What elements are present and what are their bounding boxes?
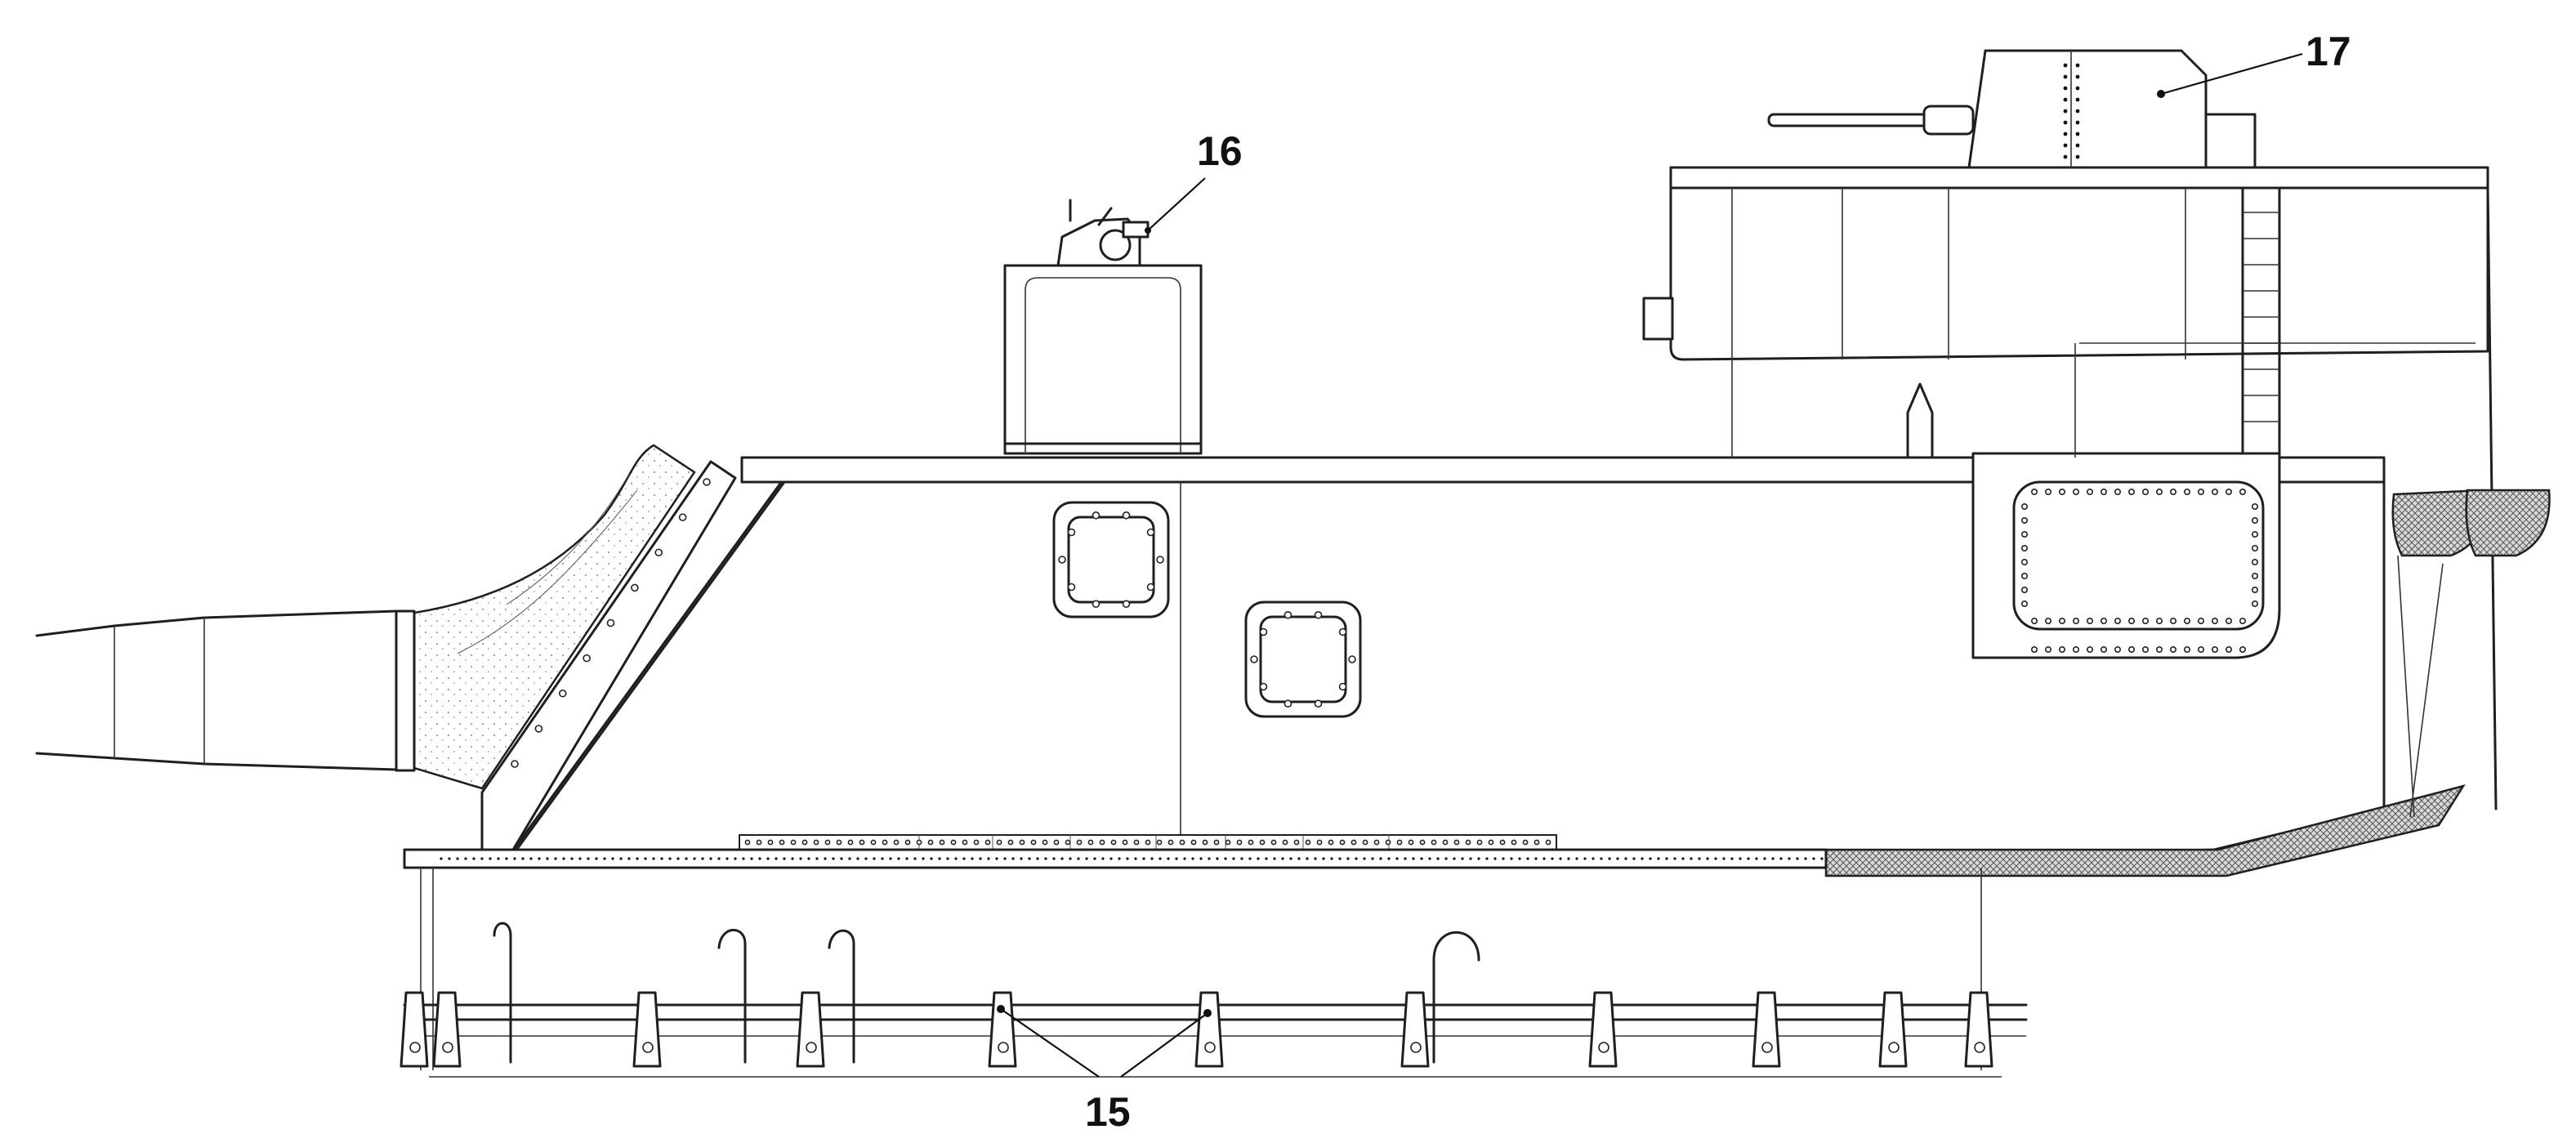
rail-support — [988, 991, 1017, 1068]
rail-support — [432, 991, 462, 1068]
rear-stowage-baskets — [2391, 489, 2551, 818]
callout-16: 16 — [1145, 128, 1243, 234]
rail-support — [400, 991, 429, 1068]
flexible-boot — [413, 444, 696, 790]
callout-label-16: 16 — [1197, 128, 1243, 174]
rear-mesh-skirt — [1824, 784, 2466, 877]
vent-pipes — [493, 922, 1480, 1064]
gun-turret-17 — [1767, 49, 2257, 169]
remote-weapon-station-16 — [1056, 199, 1150, 267]
hatch-left — [1052, 501, 1170, 618]
rail-supports — [400, 991, 1993, 1068]
rail-support — [1752, 991, 1781, 1068]
ladder — [2241, 186, 2281, 455]
rail-support — [1400, 991, 1430, 1068]
callout-17: 17 — [2157, 29, 2351, 98]
rail-support — [1194, 991, 1224, 1068]
rail-support — [1964, 991, 1993, 1068]
callout-15: 15 — [997, 1005, 1212, 1135]
callout-label-15: 15 — [1085, 1089, 1131, 1135]
rail-support — [796, 991, 825, 1068]
side-door-panel — [1971, 452, 2281, 659]
sloped-front-plate — [480, 460, 786, 855]
rail-support — [1588, 991, 1618, 1068]
forward-tube — [35, 609, 416, 772]
callout-label-17: 17 — [2306, 29, 2351, 74]
center-cupola — [1003, 264, 1203, 455]
hatch-right — [1244, 601, 1362, 718]
rail-support — [632, 991, 662, 1068]
rail-support — [1878, 991, 1908, 1068]
rear-superstructure — [1642, 166, 2498, 810]
rivets — [440, 63, 2259, 860]
